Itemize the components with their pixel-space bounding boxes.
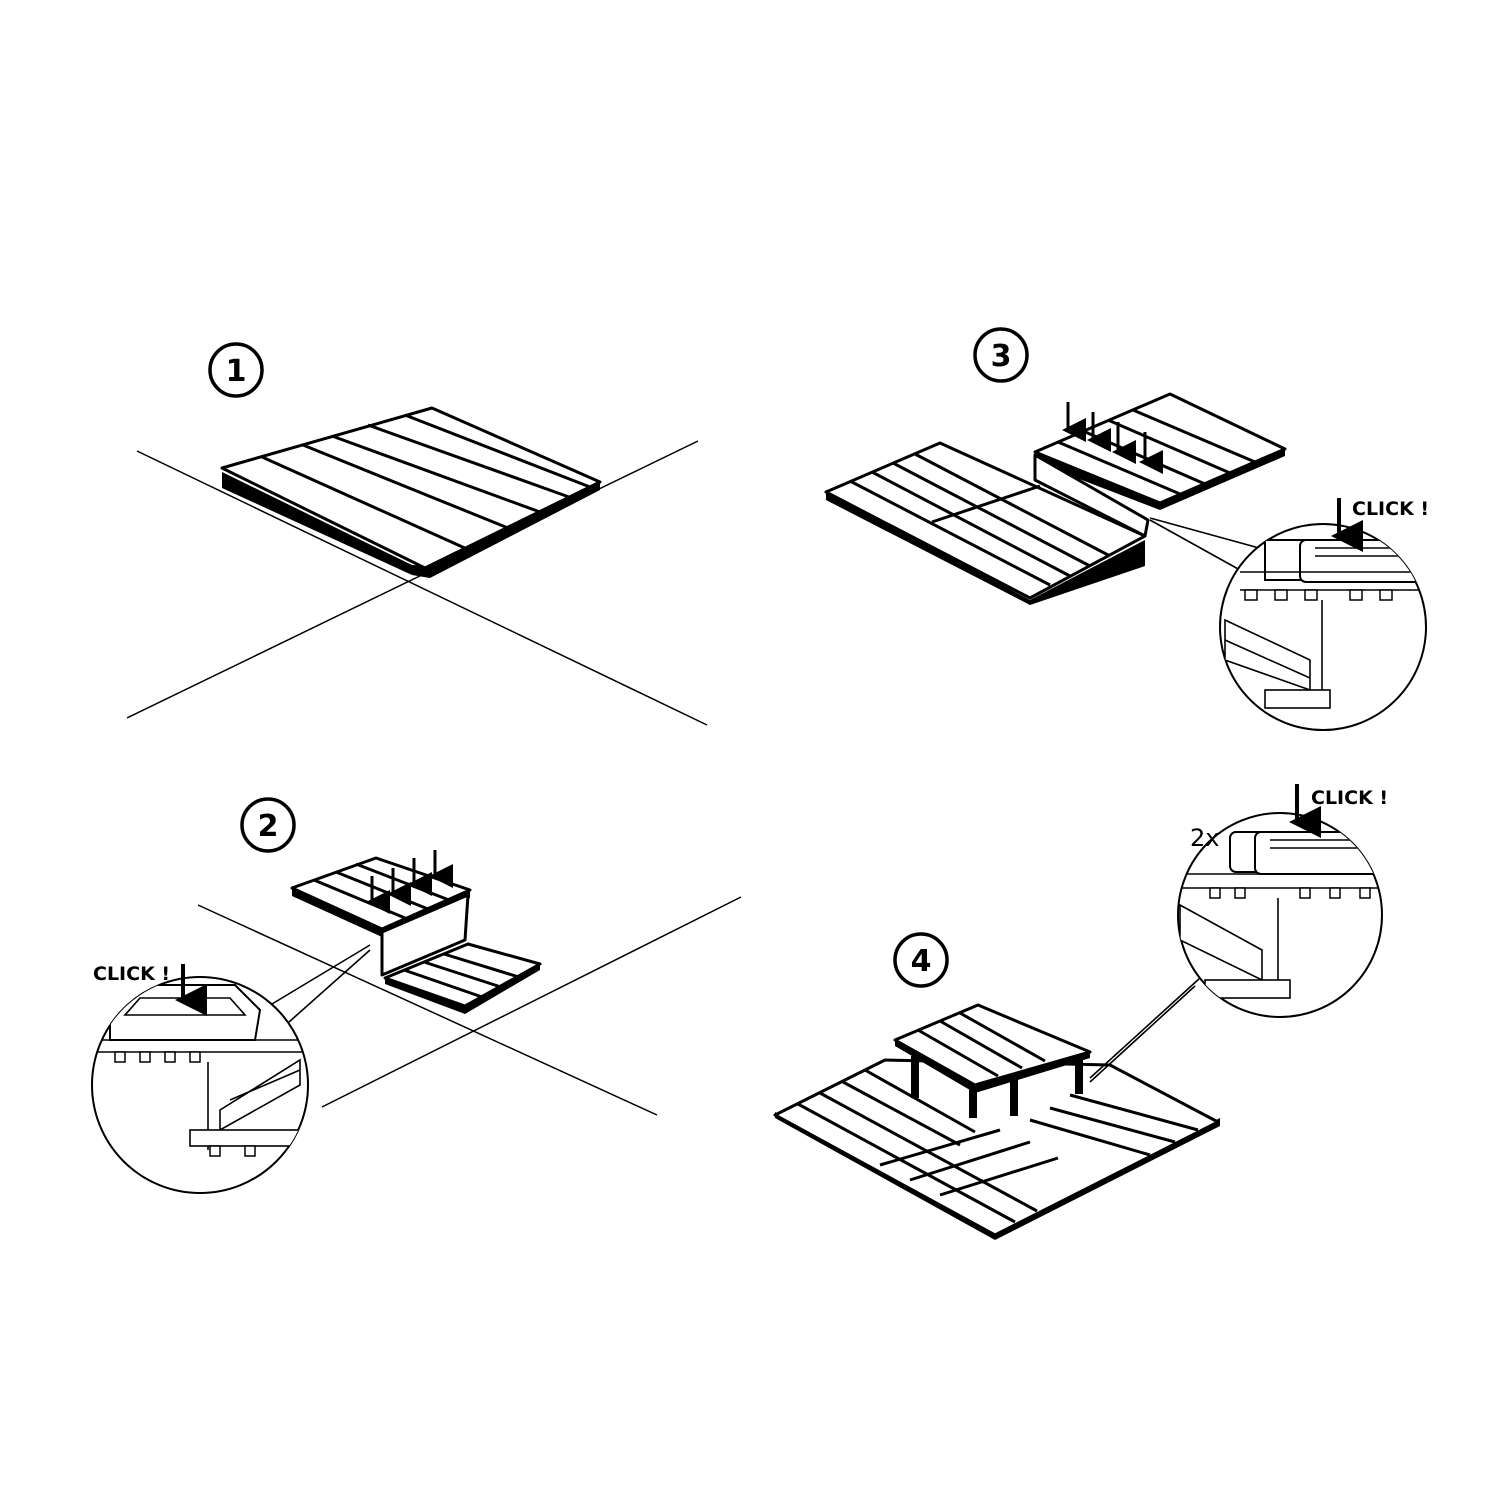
plank-seam [404,413,591,489]
guide-line [197,904,658,1116]
plank-seam [909,1140,1031,1182]
step-3-badge: 3 [973,327,1029,383]
plank-seam [849,479,1051,587]
plank-seam [1069,1093,1199,1132]
plank-seam [443,952,523,980]
deck-tile-installed [383,942,542,1014]
callout-line [1089,977,1201,1079]
guide-line [321,896,742,1108]
plank-seam [939,1019,1023,1070]
deck-tile-new [893,1003,1092,1118]
click-label: CLICK ! [1311,787,1388,809]
press-arrows [1062,402,1163,474]
step-1-number: 1 [226,354,247,389]
step-3-panel: 3 [824,327,1429,731]
plank-seam [892,461,1091,568]
plank-seam [931,484,1041,524]
plank-seam [959,1011,1046,1063]
plank-seam [917,1028,999,1078]
plank-seam [261,455,468,551]
step-1-panel: 1 [126,342,708,726]
step-4-panel: 4 [773,784,1388,1240]
step-3-number: 3 [991,339,1012,374]
plank-seam [1132,408,1256,464]
plank-seam [1057,440,1181,496]
callout-line [261,944,371,1011]
click-label: CLICK ! [93,963,170,985]
callout-line [1089,985,1196,1083]
deck-tile [220,406,602,578]
detail-magnifier [1219,523,1427,731]
plank-seam [302,443,509,530]
callout-line [279,949,371,1031]
plank-seam [879,1128,1001,1167]
plank-seam [403,968,486,1000]
plank-seam [864,1068,976,1134]
plank-seam [871,470,1071,578]
step-2-panel: 2 [91,797,742,1194]
callout-line [1149,519,1241,571]
step-4-number: 4 [911,944,932,979]
step-2-badge: 2 [240,797,296,853]
plank-seam [367,423,570,499]
plank-seam [423,960,505,990]
detail-magnifier [91,976,309,1194]
step-2-number: 2 [258,809,279,844]
callout-line [1149,517,1271,552]
step-1-badge: 1 [208,342,264,398]
deck-floor [773,1058,1220,1240]
guide-line [126,440,699,719]
multiplier-label: 2x [1190,824,1219,852]
plank-seam [939,1156,1059,1197]
plank-seam [842,1080,961,1147]
plank-seam [1029,1118,1151,1157]
press-arrows [366,850,453,914]
click-label: CLICK ! [1352,498,1429,520]
plank-seam [797,1102,1016,1224]
detail-magnifier [1177,812,1383,1018]
plank-seam [1049,1106,1176,1144]
plank-seam [331,434,541,514]
guide-line [136,450,708,726]
deck-tile-installed [824,441,1147,605]
deck-tile-new [1033,392,1287,538]
plank-seam [914,452,1111,558]
plank-seam [1107,418,1231,475]
step-4-badge: 4 [893,932,949,988]
